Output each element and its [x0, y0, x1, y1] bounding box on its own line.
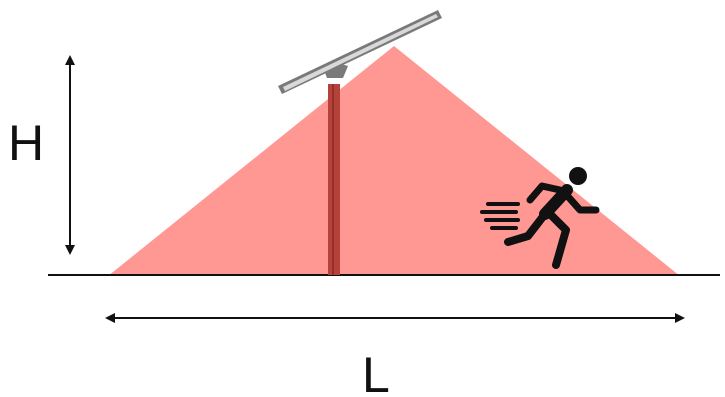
solar-street-light-icon: [278, 10, 442, 94]
length-label: L: [362, 347, 390, 397]
light-cone: [108, 46, 680, 276]
height-label: H: [8, 115, 44, 171]
running-person-icon: [480, 167, 600, 269]
lamp-pole: [328, 84, 340, 275]
